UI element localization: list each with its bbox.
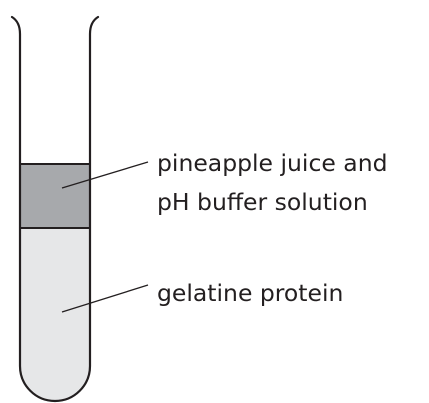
test-tube-outline — [10, 15, 100, 403]
lower-layer-pointer-line — [61, 284, 149, 313]
lower-layer-label: gelatine protein — [157, 279, 343, 307]
juice-buffer-layer — [20, 164, 90, 228]
upper-layer-label-line2: pH buffer solution — [157, 188, 368, 216]
gelatine-layer — [20, 228, 90, 401]
upper-layer-label-line1: pineapple juice and — [157, 149, 388, 177]
upper-layer-pointer-line — [61, 161, 149, 189]
